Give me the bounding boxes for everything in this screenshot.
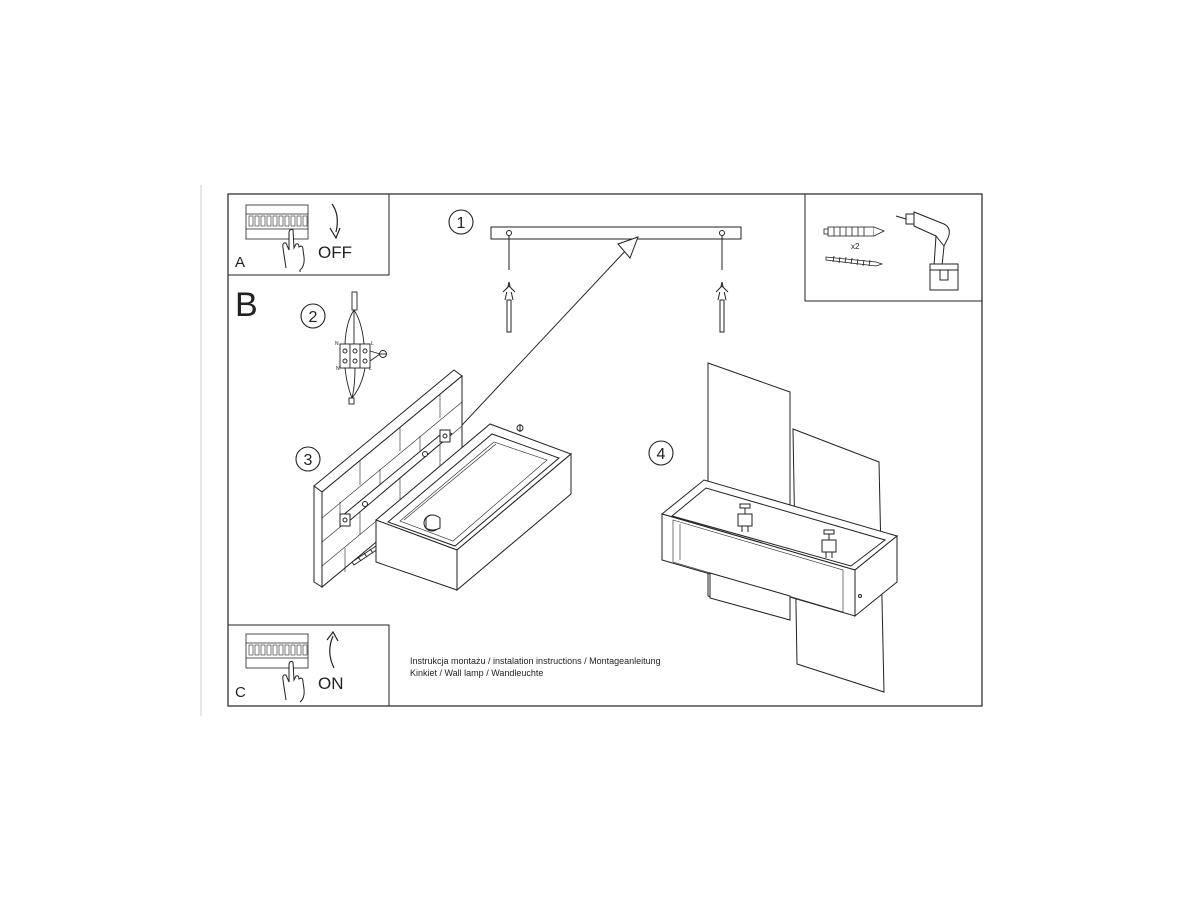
wire-label-l-bottom: L bbox=[369, 366, 372, 372]
tools-quantity: x2 bbox=[851, 242, 860, 251]
step-2: 2 N L N L bbox=[300, 291, 387, 405]
step-2-badge bbox=[300, 303, 326, 329]
step-3: 3 bbox=[295, 369, 572, 592]
wall-plug-icon bbox=[823, 226, 885, 237]
panel-c-frame bbox=[227, 624, 390, 707]
bulb-right bbox=[821, 529, 837, 558]
panel-c-letter: C bbox=[235, 684, 246, 701]
step-2-number: 2 bbox=[309, 309, 318, 326]
screw-icon bbox=[825, 255, 884, 267]
drill-icon bbox=[895, 211, 959, 291]
lamp-body-open bbox=[375, 423, 572, 592]
step-4-badge bbox=[648, 440, 674, 466]
hand-icon bbox=[282, 228, 305, 272]
arrow-up-head-icon bbox=[326, 630, 339, 642]
step-3-number: 3 bbox=[304, 452, 313, 469]
panel-a-action: OFF bbox=[318, 243, 352, 262]
mounting-bar bbox=[490, 226, 742, 240]
step-1-number: 1 bbox=[457, 215, 466, 232]
wall-bracket bbox=[339, 429, 453, 527]
step-4-number: 4 bbox=[657, 446, 666, 463]
panel-c: ON C bbox=[227, 624, 390, 707]
glass-panel-back-lower bbox=[709, 572, 791, 621]
wire-label-n-top: N bbox=[335, 341, 339, 347]
panel-b-letter: B bbox=[235, 286, 258, 324]
panel-a: OFF A bbox=[227, 193, 390, 276]
panel-a-frame bbox=[227, 193, 390, 276]
caption-line-2: Kinkiet / Wall lamp / Wandleuchte bbox=[410, 668, 543, 678]
step-3-badge bbox=[295, 446, 321, 472]
tools-frame bbox=[804, 193, 983, 302]
arrow-down-icon bbox=[331, 203, 338, 233]
hand-icon bbox=[282, 660, 305, 703]
arrow-down-head-icon bbox=[329, 227, 341, 240]
bulb-left bbox=[737, 503, 753, 532]
wire-label-l-top: L bbox=[371, 341, 374, 347]
wire-label-n-bottom: N bbox=[336, 366, 340, 372]
step-4: 4 bbox=[648, 362, 899, 693]
breaker-box-icon bbox=[245, 633, 309, 669]
caption-line-1: Instrukcja montażu / instalation instruc… bbox=[410, 656, 661, 666]
panel-a-letter: A bbox=[235, 254, 245, 271]
bar-screw-right bbox=[715, 230, 729, 333]
wiring-diagram bbox=[339, 291, 387, 405]
step-1-badge bbox=[448, 209, 474, 235]
pointer-arrowhead-icon bbox=[617, 236, 639, 259]
lamp-body-closed bbox=[660, 479, 899, 618]
bar-screw-left bbox=[502, 230, 516, 333]
panel-c-action: ON bbox=[318, 674, 344, 693]
arrow-up-icon bbox=[329, 635, 335, 669]
outer-frame bbox=[227, 193, 983, 707]
tools-panel: x2 bbox=[804, 193, 983, 302]
breaker-box-icon bbox=[245, 204, 309, 240]
